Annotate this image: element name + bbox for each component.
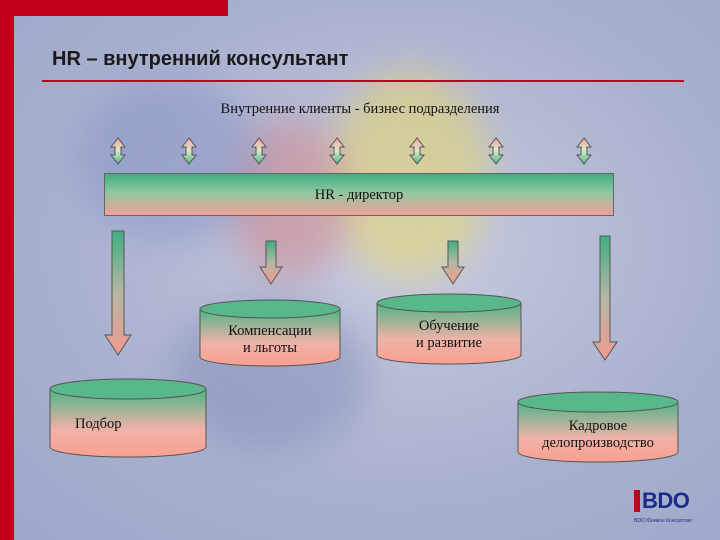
arrow-to-training <box>441 240 465 285</box>
double-arrow <box>250 137 268 165</box>
double-arrow <box>487 137 505 165</box>
compensation-label: Компенсации и льготы <box>228 323 312 356</box>
slide-title: HR – внутренний консультант <box>52 48 349 70</box>
left-accent-bar <box>0 0 14 540</box>
director-label: HR - директор <box>314 187 404 203</box>
cylinder-records <box>517 391 679 463</box>
arrow-to-records <box>592 235 618 361</box>
double-arrow <box>408 137 426 165</box>
cylinder-compensation <box>199 299 341 367</box>
double-arrow <box>180 137 198 165</box>
arrow-to-recruiting <box>104 230 132 356</box>
double-arrow <box>575 137 593 165</box>
logo-caption: BDO Юникон Консалтинг <box>634 518 693 524</box>
title-divider <box>42 80 684 82</box>
clients-label: Внутренние клиенты - бизнес подразделени… <box>220 101 500 117</box>
cylinder-recruiting <box>49 378 207 458</box>
records-label: Кадровое делопроизводство <box>542 418 654 451</box>
double-arrow <box>328 137 346 165</box>
cylinder-training <box>376 293 522 365</box>
director-box <box>104 173 614 216</box>
training-label: Обучение и развитие <box>416 318 482 351</box>
recruiting-label: Подбор <box>75 416 122 432</box>
logo-bar <box>634 490 640 512</box>
logo-mark: BDO <box>642 488 690 513</box>
arrow-to-compensation <box>259 240 283 285</box>
corner-accent-bar <box>0 0 228 16</box>
double-arrow <box>109 137 127 165</box>
